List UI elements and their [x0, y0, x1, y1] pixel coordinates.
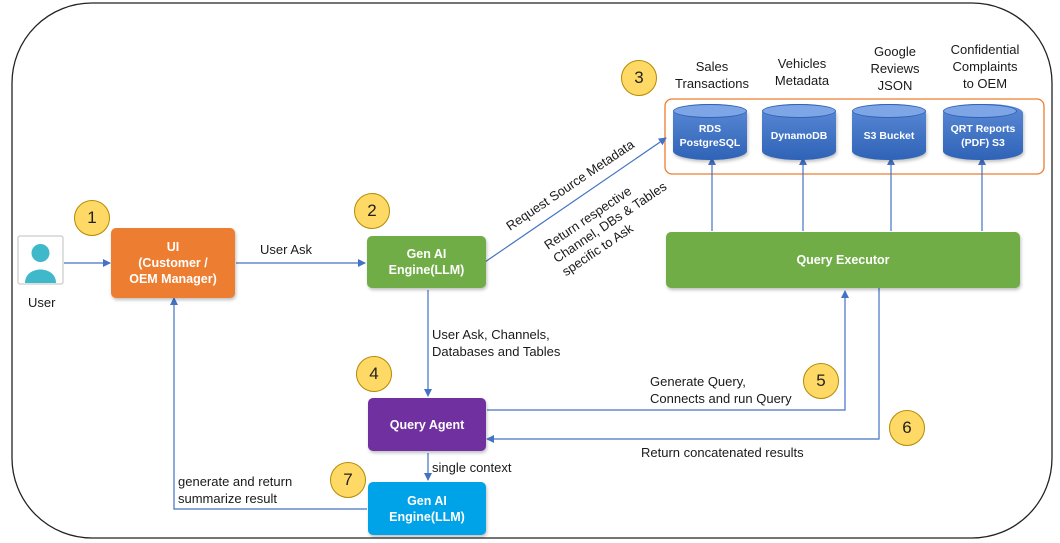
query-executor-box[interactable]: Query Executor — [666, 232, 1020, 288]
label-return-concat: Return concatenated results — [641, 445, 804, 460]
arrow-llm2-to-ui — [170, 297, 367, 510]
label-user-ask: User Ask — [260, 242, 313, 257]
db-qrt-reports[interactable]: QRT Reports (PDF) S3 — [943, 104, 1023, 160]
step-circle-6: 6 — [889, 410, 925, 446]
db-label-1: RDS PostgreSQL — [679, 123, 741, 149]
gen-ai-engine-2-label: Gen AI Engine(LLM) — [389, 493, 465, 524]
source-heading-4: Confidential Complaints to OEM — [950, 42, 1020, 91]
step-circle-2: 2 — [354, 193, 390, 229]
ui-box[interactable]: UI (Customer / OEM Manager) — [111, 228, 235, 298]
query-agent-label: Query Agent — [389, 417, 465, 432]
arrow-executor-to-agent — [486, 288, 880, 443]
gen-ai-engine-2-box[interactable]: Gen AI Engine(LLM) — [368, 482, 486, 535]
db-dynamodb[interactable]: DynamoDB — [762, 104, 836, 160]
gen-ai-engine-label: Gen AI Engine(LLM) — [388, 247, 465, 277]
db-label-4: QRT Reports (PDF) S3 — [950, 123, 1016, 149]
label-ask-channels: User Ask, Channels, Databases and Tables — [432, 327, 561, 359]
arrow-agent-to-executor — [487, 290, 849, 411]
source-heading-1: Sales Transactions — [675, 59, 749, 91]
step-circle-5: 5 — [803, 363, 839, 399]
label-single-context: single context — [432, 460, 512, 475]
db-label-3: S3 Bucket — [863, 130, 915, 142]
outer-frame — [11, 2, 1053, 539]
gen-ai-engine-box[interactable]: Gen AI Engine(LLM) — [367, 236, 486, 288]
step-circle-4: 4 — [356, 356, 392, 392]
arrow-llm-to-sources — [476, 137, 667, 270]
query-agent-box[interactable]: Query Agent — [368, 398, 486, 451]
db-rds-postgresql[interactable]: RDS PostgreSQL — [673, 104, 747, 160]
user-label: User — [28, 295, 56, 310]
query-executor-label: Query Executor — [796, 253, 890, 267]
step-circle-7: 7 — [330, 462, 366, 498]
step-circle-1: 1 — [74, 200, 110, 236]
user-icon — [17, 235, 64, 285]
data-sources-group — [664, 98, 1045, 175]
db-label-2: DynamoDB — [770, 130, 828, 142]
source-heading-2: Vehicles Metadata — [774, 56, 830, 88]
label-generate-summary: generate and return summarize result — [178, 474, 293, 506]
label-generate-query: Generate Query, Connects and run Query — [650, 374, 792, 406]
db-s3-bucket[interactable]: S3 Bucket — [852, 104, 926, 160]
source-heading-3: Google Reviews JSON — [870, 44, 920, 93]
ui-label: UI (Customer / OEM Manager) — [129, 240, 217, 286]
step-circle-3: 3 — [621, 60, 657, 96]
